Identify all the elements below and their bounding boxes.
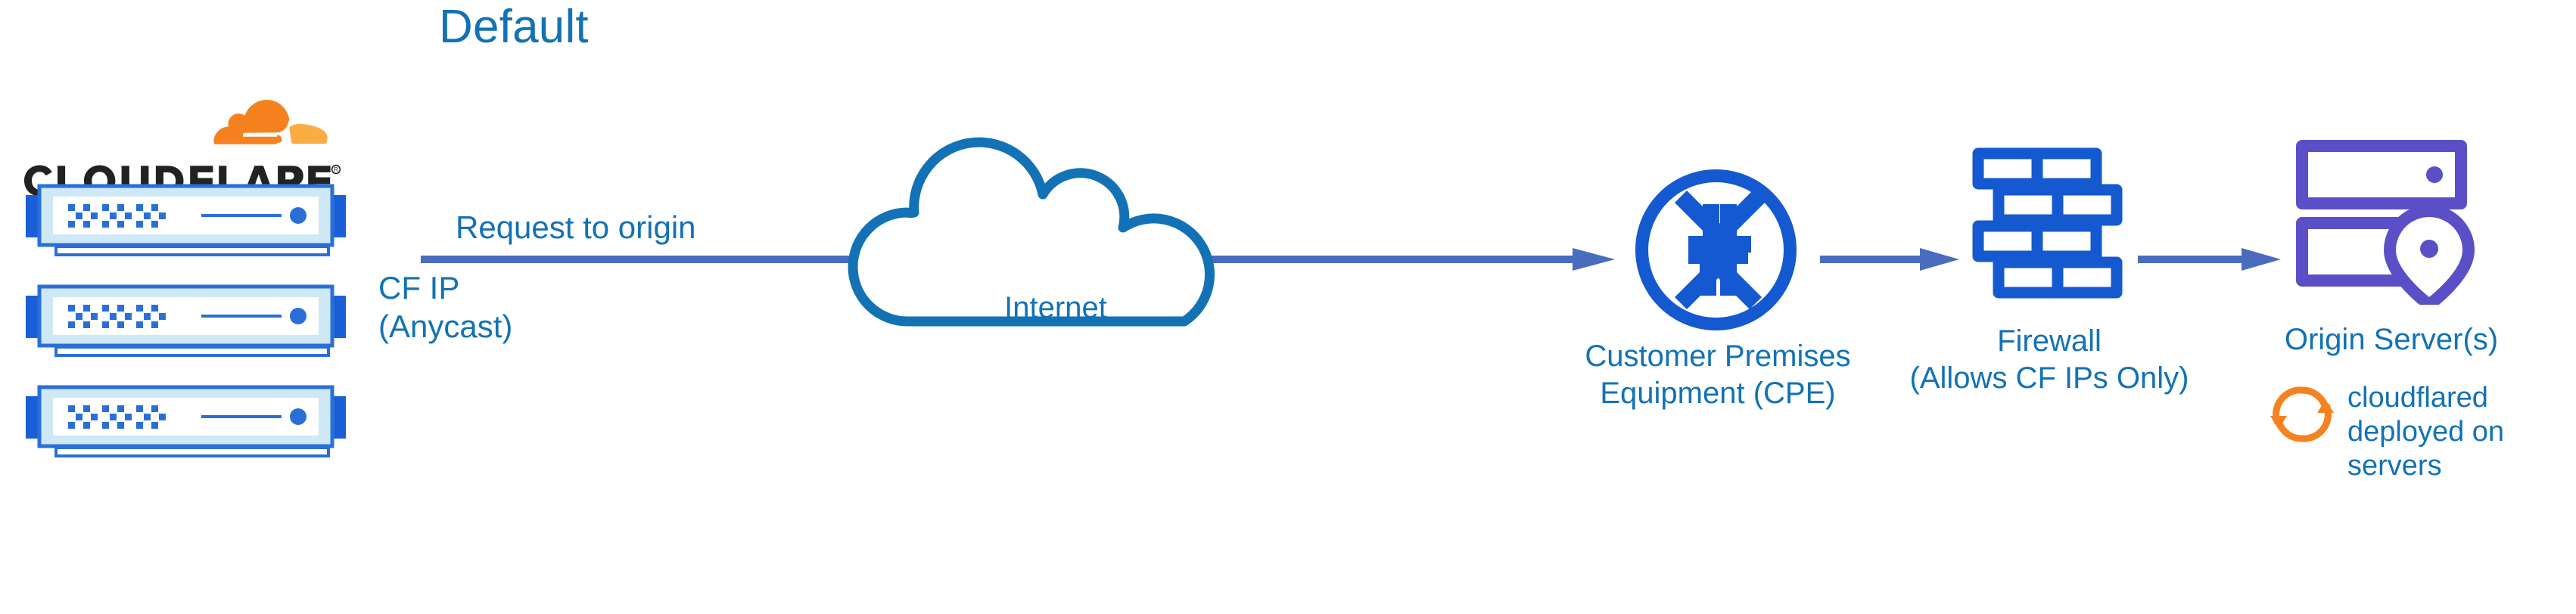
page-title: Default bbox=[439, 1, 589, 53]
cloudflare-edge-server-2 bbox=[26, 284, 346, 357]
cf-ip-line-2: (Anycast) bbox=[378, 309, 513, 345]
cloudflare-edge-server-1 bbox=[26, 184, 346, 256]
cloud-icon bbox=[848, 137, 1215, 327]
cloudflared-line-1: cloudflared bbox=[2347, 382, 2488, 414]
arrow-cpe-to-firewall bbox=[1820, 248, 1959, 271]
origin-server-label: Origin Server(s) bbox=[2284, 323, 2499, 356]
cloudflared-line-2: deployed on bbox=[2347, 415, 2505, 448]
request-to-origin-label: Request to origin bbox=[456, 209, 696, 245]
cloudflared-note: cloudflared deployed on servers bbox=[2267, 378, 2570, 482]
cloudflared-text: cloudflared deployed on servers bbox=[2347, 378, 2504, 482]
cf-ip-anycast-label: CF IP (Anycast) bbox=[378, 268, 512, 346]
cpe-label: Customer Premises Equipment (CPE) bbox=[1544, 338, 1892, 412]
cf-ip-line-1: CF IP bbox=[378, 270, 460, 305]
router-four-arrows-icon bbox=[1635, 169, 1797, 330]
arrow-firewall-to-origin bbox=[2138, 248, 2281, 271]
firewall-label-line-1: Firewall bbox=[1997, 324, 2102, 358]
sync-arrows-icon bbox=[2270, 386, 2334, 442]
internet-label: Internet bbox=[1004, 291, 1107, 324]
cloudflare-cloud-logo-icon bbox=[213, 100, 328, 144]
cpe-label-line-2: Equipment (CPE) bbox=[1600, 376, 1836, 410]
server-location-pin-icon bbox=[2296, 140, 2475, 305]
cpe-label-line-1: Customer Premises bbox=[1585, 340, 1851, 373]
svg-text:R: R bbox=[334, 166, 338, 173]
firewall-label: Firewall (Allows CF IPs Only) bbox=[1868, 323, 2231, 397]
cloudflare-edge-server-3 bbox=[26, 385, 346, 457]
brick-wall-icon bbox=[1972, 147, 2123, 299]
cloudflared-line-3: servers bbox=[2347, 449, 2442, 482]
firewall-label-line-2: (Allows CF IPs Only) bbox=[1909, 361, 2189, 395]
